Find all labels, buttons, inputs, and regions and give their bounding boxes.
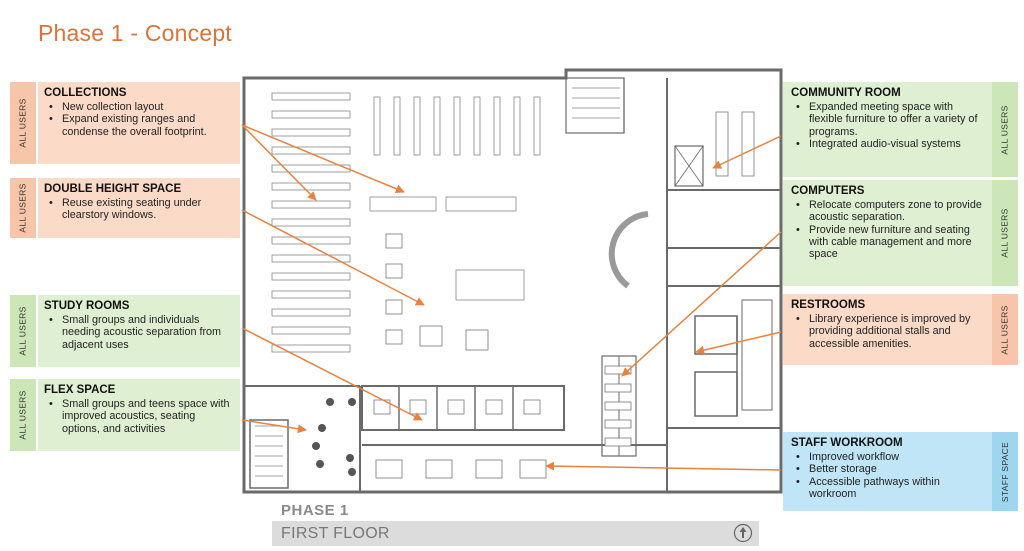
phase-label: PHASE 1 — [281, 502, 349, 519]
floor-plan — [241, 68, 783, 494]
panel-body: DOUBLE HEIGHT SPACE Reuse existing seati… — [38, 178, 240, 238]
panel-tab: ALL USERS — [10, 295, 36, 367]
panel-body: COLLECTIONS New collection layout Expand… — [38, 82, 240, 164]
panel-heading: RESTROOMS — [791, 299, 866, 311]
floor-label: FIRST FLOOR — [281, 525, 390, 542]
panel-bullet: Better storage — [796, 463, 984, 476]
panel-body: COMMUNITY ROOM Expanded meeting space wi… — [783, 82, 992, 177]
panel-bullet: Improved workflow — [796, 451, 984, 464]
panel-heading: COLLECTIONS — [44, 87, 127, 99]
panel-heading: COMPUTERS — [791, 185, 865, 197]
panel-heading: FLEX SPACE — [44, 384, 116, 396]
panel-bullet: Small groups and individuals needing aco… — [49, 314, 234, 351]
panel-bullet: Expanded meeting space with flexible fur… — [796, 101, 984, 138]
panel-bullet: Expand existing ranges and condense the … — [49, 113, 234, 138]
panel-bullet: Small groups and teens space with improv… — [49, 398, 234, 435]
panel-body: STAFF WORKROOM Improved workflow Better … — [783, 432, 992, 511]
panel-bullet: Relocate computers zone to provide acous… — [796, 199, 984, 224]
panel-tab: ALL USERS — [10, 178, 36, 238]
panel-body: FLEX SPACE Small groups and teens space … — [38, 379, 240, 451]
panel-tab: STAFF SPACE — [992, 432, 1018, 511]
panel-bullet: Reuse existing seating under clearstory … — [49, 197, 234, 222]
panel-tab: ALL USERS — [992, 180, 1018, 286]
page-title: Phase 1 - Concept — [38, 20, 232, 46]
panel-heading: DOUBLE HEIGHT SPACE — [44, 183, 182, 195]
panel-bullet: Provide new furniture and seating with c… — [796, 224, 984, 261]
panel-tab: ALL USERS — [992, 82, 1018, 177]
panel-bullet: Library experience is improved by provid… — [796, 313, 984, 350]
panel-tab: ALL USERS — [992, 294, 1018, 365]
panel-tab: ALL USERS — [10, 82, 36, 164]
panel-heading: COMMUNITY ROOM — [791, 87, 901, 99]
panel-body: COMPUTERS Relocate computers zone to pro… — [783, 180, 992, 286]
panel-bullet: Accessible pathways within workroom — [796, 476, 984, 501]
panel-heading: STAFF WORKROOM — [791, 437, 903, 449]
panel-bullet: Integrated audio-visual systems — [796, 138, 984, 151]
panel-heading: STUDY ROOMS — [44, 300, 130, 312]
panel-tab: ALL USERS — [10, 379, 36, 451]
panel-body: RESTROOMS Library experience is improved… — [783, 294, 992, 365]
panel-body: STUDY ROOMS Small groups and individuals… — [38, 295, 240, 367]
floor-bar: FIRST FLOOR — [272, 521, 759, 546]
panel-bullet: New collection layout — [49, 101, 234, 114]
north-arrow-icon — [733, 523, 753, 543]
